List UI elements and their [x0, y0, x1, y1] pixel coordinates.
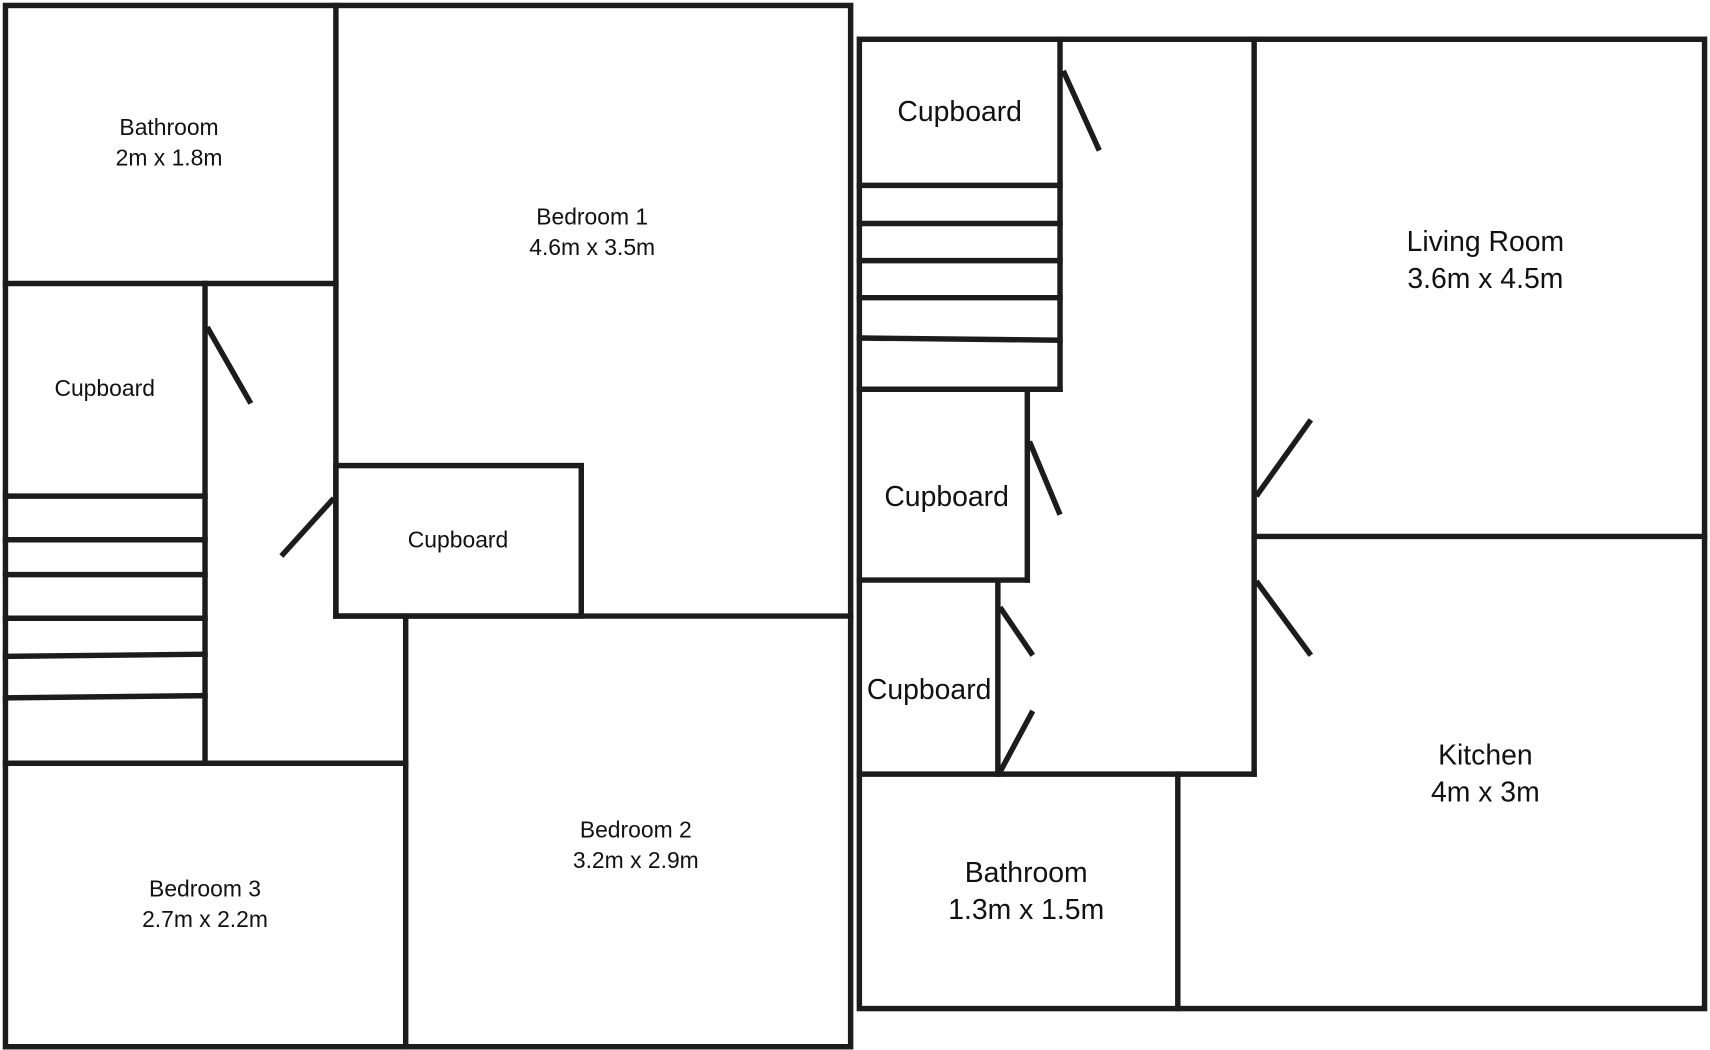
- room-size: 2.7m x 2.2m: [142, 906, 268, 932]
- room-label: Bathroom: [965, 857, 1088, 889]
- room-size: 2m x 1.8m: [116, 145, 223, 171]
- room-label: Living Room: [1407, 226, 1565, 258]
- door-swing: [204, 325, 254, 405]
- door-swing: [1026, 440, 1063, 516]
- room-label: Kitchen: [1438, 739, 1533, 771]
- upper-floor-plan: Bathroom 2m x 1.8m Bedroom 1 4.6m x 3.5m…: [2, 2, 854, 1050]
- room-label: Bathroom: [119, 114, 218, 140]
- room-label: Cupboard: [408, 526, 508, 552]
- door-swing: [279, 496, 336, 558]
- room-size: 1.3m x 1.5m: [948, 894, 1104, 926]
- room-size: 4.6m x 3.5m: [529, 234, 655, 260]
- room-label: Cupboard: [54, 375, 154, 401]
- door-swing: [1254, 579, 1314, 657]
- room-size: 3.2m x 2.9m: [573, 847, 699, 873]
- room-label: Cupboard: [884, 481, 1009, 513]
- room-label: Cupboard: [897, 96, 1022, 128]
- ground-floor-plan: Cupboard Living Room 3.6m x 4.5m Cupboar…: [856, 36, 1708, 1012]
- door-swing: [1254, 418, 1314, 498]
- walls: [856, 36, 1708, 1012]
- room-size: 4m x 3m: [1431, 776, 1540, 808]
- room-label: Bedroom 2: [580, 816, 692, 842]
- room-label: Cupboard: [867, 674, 992, 706]
- door-swing: [997, 605, 1036, 657]
- room-label: Bedroom 3: [149, 875, 261, 901]
- room-size: 3.6m x 4.5m: [1407, 263, 1563, 295]
- walls: [2, 2, 854, 1050]
- stairs: [856, 220, 1063, 343]
- door-swing: [1060, 69, 1102, 152]
- room-label: Bedroom 1: [536, 204, 648, 230]
- stairs: [2, 493, 208, 701]
- door-swing: [997, 709, 1036, 774]
